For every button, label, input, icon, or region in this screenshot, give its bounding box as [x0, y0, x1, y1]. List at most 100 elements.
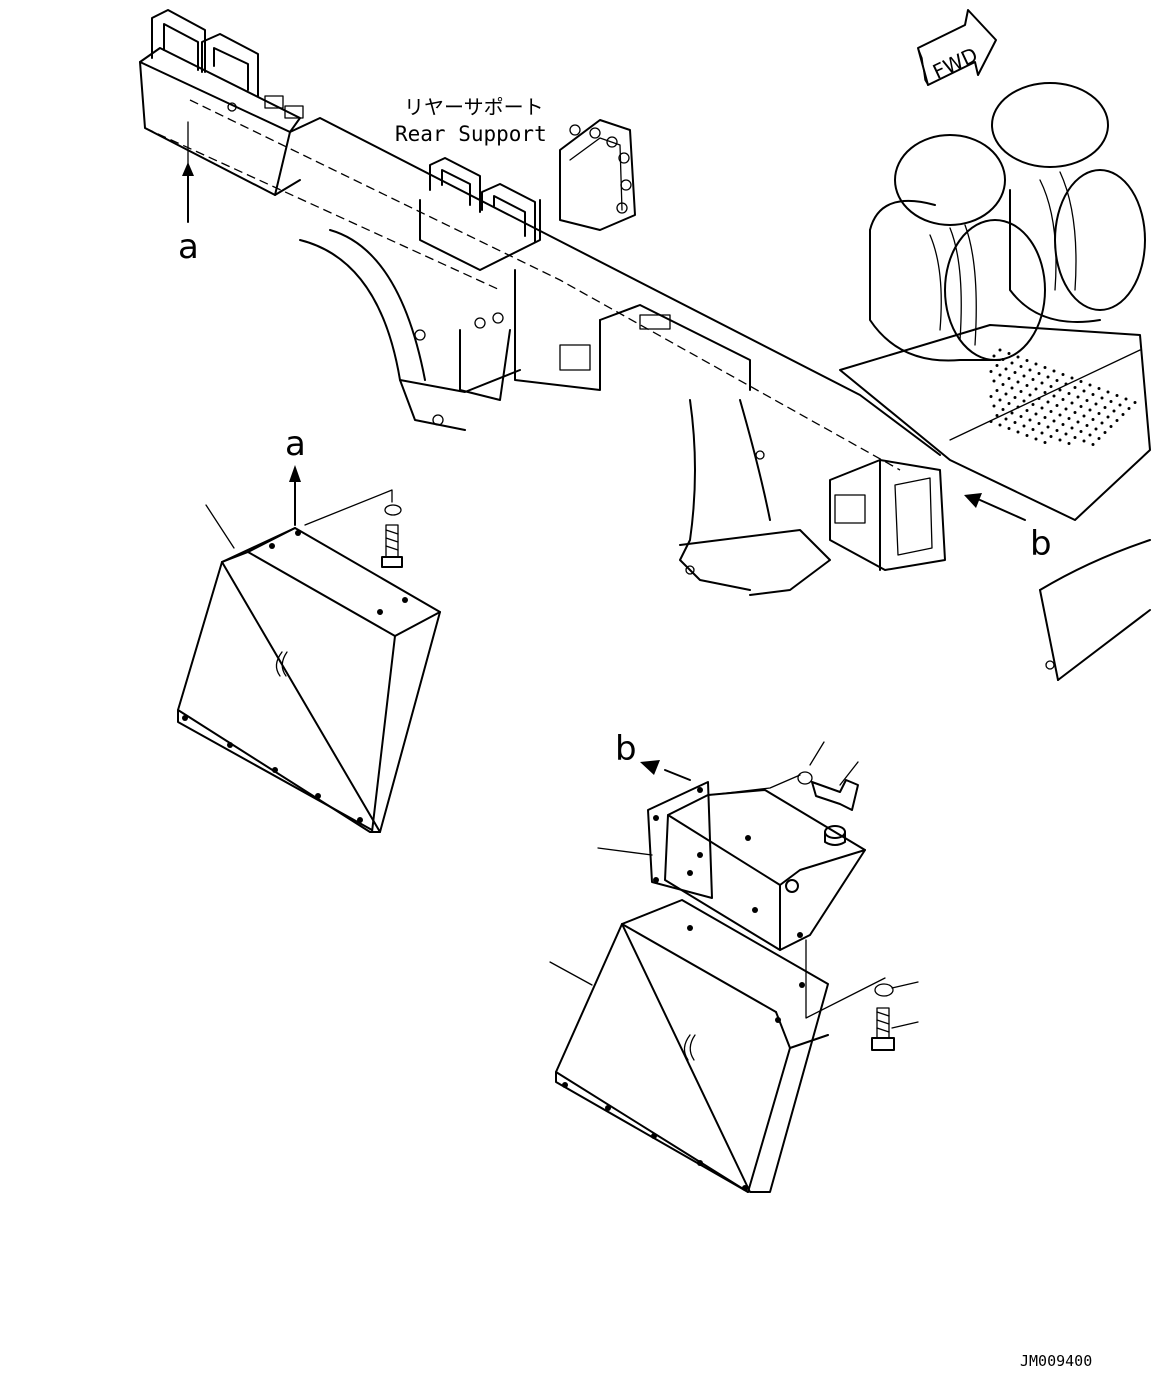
perforation-dot	[1001, 383, 1005, 386]
ref-b-label-lower: b	[615, 729, 637, 769]
perforation-dot	[1019, 390, 1023, 393]
perforation-dot	[998, 348, 1002, 352]
perforation-dot	[1094, 427, 1098, 431]
perforation-dot	[1001, 358, 1005, 361]
perforation-dot	[1025, 359, 1029, 362]
perforation-dot	[1064, 382, 1068, 386]
perforation-dot	[998, 373, 1002, 377]
perforation-dot	[1007, 402, 1011, 405]
perforation-dot	[992, 354, 996, 358]
perforation-dot	[1118, 403, 1122, 407]
rear-support-frame	[139, 9, 946, 596]
perforation-dot	[1046, 425, 1050, 429]
perforation-dot	[1121, 413, 1125, 416]
perforation-dot	[1007, 377, 1011, 380]
perforation-dot	[1097, 387, 1101, 390]
perforation-dot	[1034, 412, 1038, 416]
perforation-dot	[989, 395, 993, 398]
perforation-dot	[1073, 386, 1077, 389]
perforation-dot	[1019, 365, 1023, 368]
perforation-dot	[1127, 407, 1131, 410]
perforation-dot	[1001, 408, 1005, 411]
perforation-dot	[1034, 362, 1038, 366]
perforation-dot	[1019, 415, 1023, 418]
perforation-dot	[1031, 378, 1035, 381]
perforation-dot	[1007, 352, 1011, 355]
perforation-dot	[1091, 443, 1095, 446]
perforation-dot	[1004, 417, 1008, 421]
perforation-dot	[1109, 400, 1113, 403]
perforation-dot	[995, 364, 999, 367]
perforation-dot	[1040, 381, 1044, 385]
perforation-dot	[1037, 422, 1041, 425]
perforation-dot	[1055, 429, 1059, 432]
perforation-dot	[989, 370, 993, 373]
perforation-dot	[1100, 396, 1104, 400]
perforation-dot	[1028, 418, 1032, 422]
perforation-dot	[1055, 379, 1059, 382]
perforation-dot	[1070, 401, 1074, 405]
perforation-dot	[1004, 367, 1008, 371]
ref-a-upper: a	[178, 121, 199, 267]
perforation-dot	[1052, 394, 1056, 398]
ref-a-label-lower: a	[285, 424, 306, 464]
perforation-dot	[1085, 424, 1089, 427]
perforation-dot	[1064, 407, 1068, 411]
perforation-dot	[1004, 392, 1008, 396]
perforation-dot	[1010, 411, 1014, 415]
ref-b-label-upper: b	[1030, 524, 1052, 564]
perforation-dot	[1052, 419, 1056, 423]
perforation-dot	[1010, 361, 1014, 365]
perforation-dot	[1025, 384, 1029, 387]
perforation-dot	[1061, 373, 1065, 376]
perforation-dot	[1049, 410, 1053, 413]
perforation-dot	[1067, 442, 1071, 445]
perforation-dot	[1058, 438, 1062, 442]
tank-assembly	[839, 82, 1151, 681]
perforation-dot	[1058, 413, 1062, 417]
perforation-dot	[1025, 409, 1029, 412]
perforation-dot	[1028, 368, 1032, 372]
perforation-dot	[1106, 390, 1110, 394]
perforation-dot	[1040, 406, 1044, 410]
perforation-dot	[1043, 441, 1047, 444]
perforation-dot	[1037, 397, 1041, 400]
perforation-dot	[1046, 400, 1050, 404]
perforation-dot	[1079, 430, 1083, 433]
rear-support-en-label: Rear Support	[395, 122, 547, 146]
perforation-dot	[992, 404, 996, 408]
perforation-dot	[1067, 392, 1071, 395]
drawing-id: JM009400	[1020, 1352, 1092, 1370]
perforation-dot	[1040, 431, 1044, 435]
ref-b-upper: b	[964, 493, 1052, 564]
perforation-dot	[1109, 425, 1113, 428]
perforation-dot	[1034, 387, 1038, 391]
forward-direction-icon: FWD	[917, 9, 997, 86]
perforation-dot	[1022, 374, 1026, 378]
perforation-dot	[1013, 371, 1017, 374]
bracket-b: b	[597, 729, 866, 951]
perforation-dot	[1013, 421, 1017, 424]
perforation-dot	[1037, 372, 1041, 375]
perforation-dot	[1082, 439, 1086, 443]
perforation-dot	[1133, 401, 1137, 404]
perforation-dot	[1070, 376, 1074, 380]
perforation-dot	[1049, 435, 1053, 438]
perforation-dot	[1061, 423, 1065, 426]
perforation-dot	[989, 420, 993, 423]
perforation-dot	[1016, 405, 1020, 409]
perforation-dot	[1088, 383, 1092, 387]
perforation-dot	[1097, 437, 1101, 440]
perforation-dot	[1085, 399, 1089, 402]
perforation-dot	[995, 414, 999, 417]
perforation-dot	[1025, 434, 1029, 437]
perforation-dot	[1088, 433, 1092, 437]
fwd-label: FWD	[929, 42, 981, 83]
perforation-dot	[1091, 393, 1095, 396]
perforation-dot	[1043, 366, 1047, 369]
perforation-dot	[1031, 403, 1035, 406]
perforation-dot	[1088, 408, 1092, 412]
perforation-dot	[1007, 427, 1011, 430]
ref-a-label-upper: a	[178, 227, 199, 267]
